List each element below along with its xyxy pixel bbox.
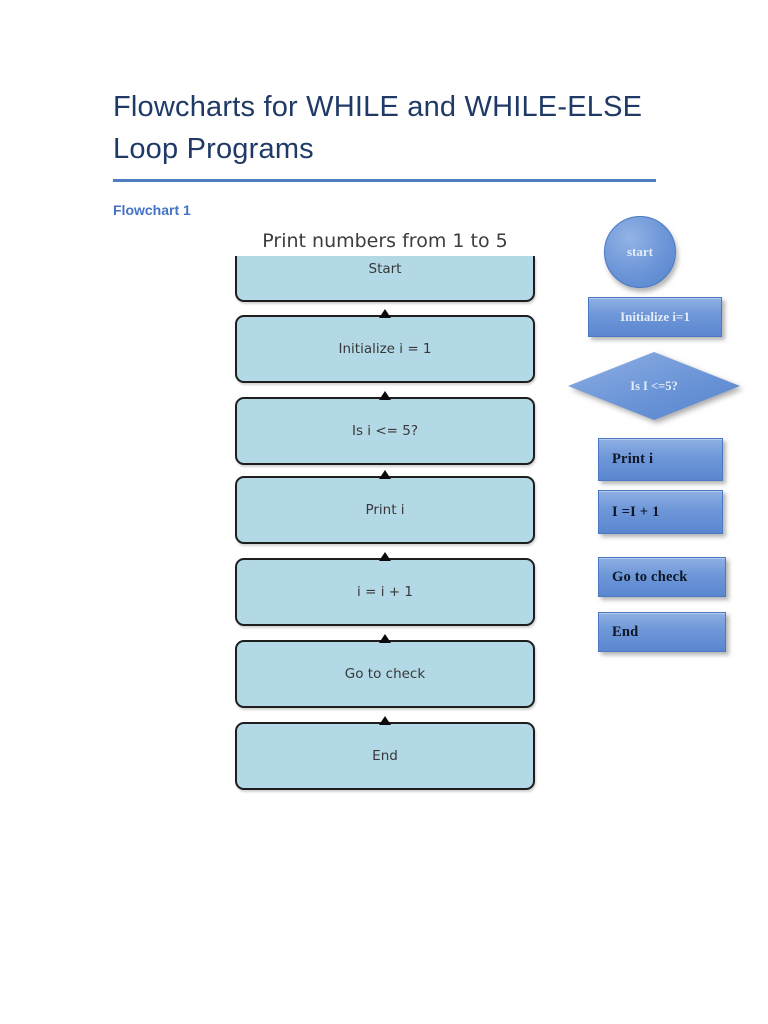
flow-step-box-end: End (235, 716, 535, 790)
print-rect-shape: Print i (598, 438, 723, 481)
flow-step-label: Go to check (344, 666, 426, 682)
end-rect-shape: End (598, 612, 726, 652)
flowchart-heading: Print numbers from 1 to 5 (262, 230, 508, 252)
increment-rect-label: I =I + 1 (612, 503, 660, 520)
flow-step-box-goto: Go to check (235, 634, 535, 708)
flow-step-label: End (372, 748, 398, 764)
end-rect-label: End (612, 623, 639, 640)
increment-rect-shape: I =I + 1 (598, 490, 723, 534)
up-arrow-icon (379, 634, 391, 643)
up-arrow-icon (379, 470, 391, 479)
flow-step-label: i = i + 1 (357, 584, 413, 600)
flow-step-box-start: Start (235, 256, 535, 302)
flow-step-box-print: Print i (235, 470, 535, 544)
flow-step-label: Start (368, 261, 402, 277)
print-rect-label: Print i (612, 451, 654, 467)
goto-rect-label: Go to check (612, 568, 688, 585)
up-arrow-icon (379, 391, 391, 400)
up-arrow-icon (379, 309, 391, 318)
flow-step-box-increment: i = i + 1 (235, 552, 535, 626)
start-circle-shape: start (604, 216, 676, 288)
initialize-rect-shape: Initialize i=1 (588, 297, 722, 337)
goto-rect-shape: Go to check (598, 557, 726, 597)
decision-diamond-face: Is I <=5? (568, 352, 740, 420)
page-title: Flowcharts for WHILE and WHILE-ELSE Loop… (113, 91, 643, 165)
flow-step-label: Initialize i = 1 (338, 341, 432, 357)
title-underline-rule (113, 179, 656, 182)
up-arrow-icon (379, 552, 391, 561)
section-label: Flowchart 1 (113, 202, 191, 218)
flow-step-box-initialize: Initialize i = 1 (235, 309, 535, 383)
flow-step-box-condition: Is i <= 5? (235, 391, 535, 465)
initialize-rect-label: Initialize i=1 (620, 309, 690, 324)
up-arrow-icon (379, 716, 391, 725)
decision-diamond-label: Is I <=5? (630, 378, 678, 393)
start-circle-label: start (627, 244, 653, 259)
flow-step-label: Print i (365, 502, 405, 518)
decision-diamond-shape: Is I <=5? (568, 352, 740, 420)
flow-step-label: Is i <= 5? (351, 423, 419, 439)
